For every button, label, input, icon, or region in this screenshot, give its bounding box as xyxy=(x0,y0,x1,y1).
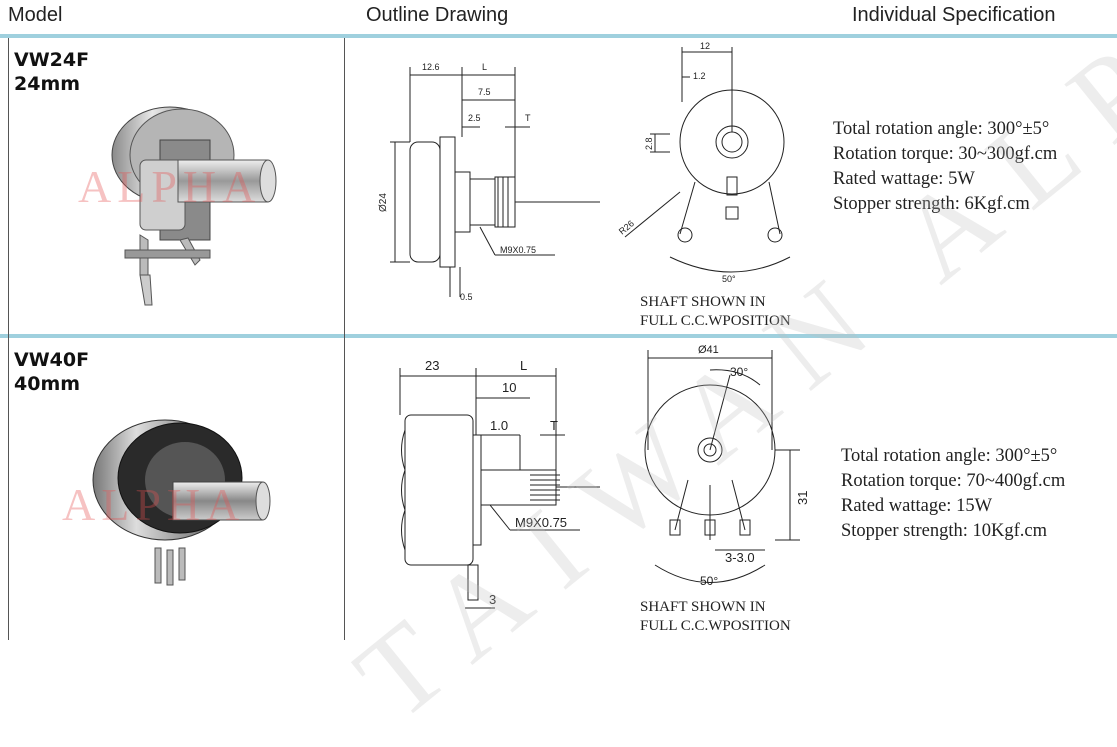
table-left-border xyxy=(8,38,9,640)
spec-rated-wattage: Rated wattage: 15W xyxy=(841,496,993,516)
dim-angle-50: 50° xyxy=(722,274,736,284)
dim-pin: 0.5 xyxy=(460,292,473,302)
dim-12-6: 12.6 xyxy=(422,62,440,72)
dim-top-12: 12 xyxy=(700,42,710,51)
dim-31: 31 xyxy=(795,491,810,505)
dim-10: 10 xyxy=(502,380,516,395)
dim-1-0: 1.0 xyxy=(490,418,508,433)
vw24f-product-photo xyxy=(111,106,277,306)
row-divider xyxy=(0,334,1117,338)
spec-rotation-torque: Rotation torque: 30~300gf.cm xyxy=(833,144,1058,164)
dim-2-5: 2.5 xyxy=(468,113,481,123)
header-model: Model xyxy=(8,4,63,26)
caption-line-2-row2: FULL C.C.WPOSITION xyxy=(640,618,791,634)
dim-2-8: 2.8 xyxy=(644,137,654,150)
header-outline-drawing: Outline Drawing xyxy=(366,4,509,26)
vw24f-outline-drawing: 12.6 L 7.5 2.5 T Ø24 M9X0.75 0.5 12 1.2 … xyxy=(378,42,791,302)
vw40f-product-photo xyxy=(92,419,271,586)
photo-watermark-1: ALPHA xyxy=(78,161,262,212)
caption-line-2: FULL C.C.WPOSITION xyxy=(640,313,791,329)
spec-rotation-torque: Rotation torque: 70~400gf.cm xyxy=(841,471,1066,491)
dim-angle-50-2: 50° xyxy=(700,574,718,588)
spec-rotation-angle: Total rotation angle: 300°±5° xyxy=(841,446,1058,466)
model-size-40mm: 40mm xyxy=(14,373,81,395)
dim-thread-2: M9X0.75 xyxy=(515,515,567,530)
dim-r26: R26 xyxy=(617,218,636,236)
vw40f-outline-drawing: 23 L 10 1.0 T M9X0.75 3 Ø41 30° 31 3-3.0… xyxy=(399,344,810,609)
spec-stopper-strength: Stopper strength: 6Kgf.cm xyxy=(833,194,1030,214)
dim-3-3-0: 3-3.0 xyxy=(725,550,755,565)
vw40f-specs: Total rotation angle: 300°±5° Rotation t… xyxy=(841,444,1065,544)
dim-t-2: T xyxy=(550,418,558,433)
dim-thread: M9X0.75 xyxy=(500,245,536,255)
dim-l: L xyxy=(482,62,487,72)
vw24f-specs: Total rotation angle: 300°±5° Rotation t… xyxy=(833,117,1057,217)
dim-diameter-41: Ø41 xyxy=(698,344,719,356)
dim-23: 23 xyxy=(425,358,439,373)
caption-line-1-row2: SHAFT SHOWN IN xyxy=(640,599,766,615)
spec-stopper-strength: Stopper strength: 10Kgf.cm xyxy=(841,521,1048,541)
model-size-24mm: 24mm xyxy=(14,73,81,95)
model-code-vw40f: VW40F xyxy=(14,349,90,371)
dim-diameter: Ø24 xyxy=(378,193,389,212)
dim-l-2: L xyxy=(520,358,527,373)
dim-t: T xyxy=(525,113,531,123)
spec-rotation-angle: Total rotation angle: 300°±5° xyxy=(833,119,1050,139)
column-divider xyxy=(344,38,345,640)
photo-watermark-2: ALPHA xyxy=(62,479,246,530)
dim-7-5: 7.5 xyxy=(478,87,491,97)
dim-3: 3 xyxy=(489,592,496,607)
spec-rated-wattage: Rated wattage: 5W xyxy=(833,169,975,189)
header-individual-specification: Individual Specification xyxy=(852,4,1056,26)
dim-top-1-2: 1.2 xyxy=(693,71,706,81)
header-divider xyxy=(0,34,1117,38)
dim-angle-30: 30° xyxy=(730,365,748,379)
model-code-vw24f: VW24F xyxy=(14,49,90,71)
caption-line-1: SHAFT SHOWN IN xyxy=(640,294,766,310)
